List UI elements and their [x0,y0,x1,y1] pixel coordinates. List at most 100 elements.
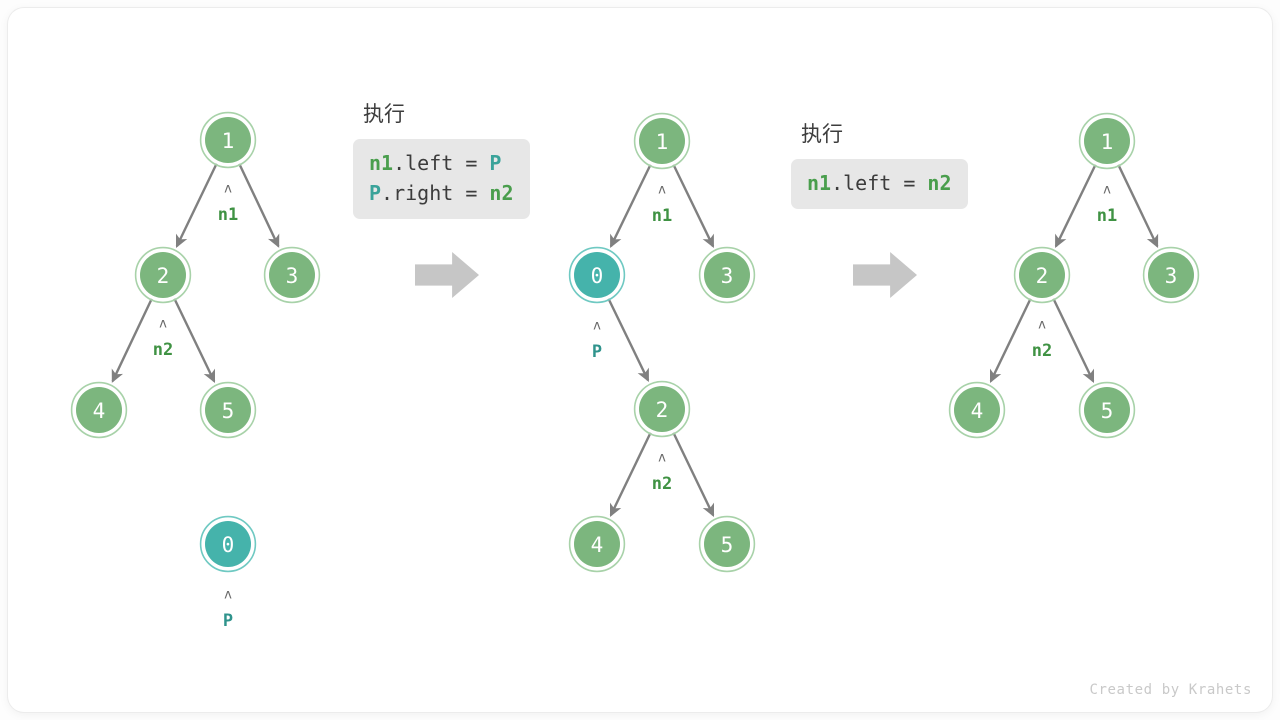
node-disc [574,521,620,567]
tree-node: 5 [698,515,756,573]
node-outer-ring [1142,246,1200,304]
pointer-label: n1 [652,206,672,226]
node-value: 5 [721,533,734,557]
tree-edge [609,432,652,517]
pointer-caret-icon: ʌ [224,588,232,603]
tree-edge [989,298,1032,383]
code-token: P [489,151,502,175]
node-value: 0 [222,533,235,557]
tree-node: 2 [633,380,691,438]
pointer-label: n1 [1097,206,1117,226]
node-outer-ring [134,246,192,304]
pointer-caret-icon: ʌ [1038,318,1046,333]
code-line: n1.left = P [369,148,514,178]
tree-node: 1 [199,111,257,169]
pointer-label: n2 [1032,341,1052,361]
tree-edge [175,163,218,248]
node-outer-ring [633,112,691,170]
pointer-label: n2 [153,340,173,360]
step2-title: 执行 [363,102,405,126]
tree-node: 1 [1078,112,1136,170]
node-outer-ring [1078,381,1136,439]
tree-node: 4 [70,381,128,439]
node-outer-ring [199,381,257,439]
node-disc [639,386,685,432]
node-disc [140,252,186,298]
tree-edge [1052,298,1095,383]
node-value: 1 [222,129,235,153]
code-token: n1 [807,171,832,195]
tree-node: 3 [1142,246,1200,304]
pointer-caret-icon: ʌ [593,319,601,334]
node-disc [1019,252,1065,298]
node-outer-ring [568,515,626,573]
tree-edge [1117,164,1159,248]
node-value: 4 [971,399,984,423]
node-outer-ring [698,515,756,573]
tree-edge [609,164,652,249]
node-outer-ring [1078,112,1136,170]
node-outer-ring [633,380,691,438]
tree-edge [111,298,153,383]
node-disc [1148,252,1194,298]
node-value: 5 [222,399,235,423]
node-value: 1 [1101,130,1114,154]
node-disc [704,521,750,567]
pointer-label: n1 [218,205,238,225]
tree-edge [607,298,650,383]
pointer-caret-icon: ʌ [1103,183,1111,198]
tree-node: 2 [1013,246,1071,304]
code-token: n2 [489,181,514,205]
node-disc [574,252,620,298]
node-value: 3 [1165,264,1178,288]
node-disc [639,118,685,164]
node-disc [76,387,122,433]
tree-node: 0 [568,246,626,304]
tree-node: 4 [948,381,1006,439]
node-value: 4 [591,533,604,557]
nodes-layer: 1 2 3 4 5 0 1 0 3 2 4 5 1 2 3 4 5 [70,111,1200,573]
edges-layer [111,163,1159,517]
node-disc [269,252,315,298]
tree-node: 0 [199,515,257,573]
node-value: 2 [157,264,170,288]
tree-edge [238,163,280,248]
tree-edge [173,298,216,383]
pointer-caret-icon: ʌ [658,183,666,198]
node-outer-ring [948,381,1006,439]
tree-node: 4 [568,515,626,573]
node-outer-ring [199,111,257,169]
node-disc [1084,118,1130,164]
pointer-caret-icon: ʌ [224,182,232,197]
node-outer-ring [698,246,756,304]
node-value: 0 [591,264,604,288]
tree-node: 5 [1078,381,1136,439]
node-value: 1 [656,130,669,154]
step3-code-block: n1.left = n2 [791,159,968,209]
tree-edge [672,164,715,249]
code-token: n1 [369,151,394,175]
node-outer-ring [70,381,128,439]
node-value: 4 [93,399,106,423]
node-value: 3 [286,264,299,288]
node-value: 5 [1101,399,1114,423]
code-token: .right = [381,181,490,205]
transition-arrows-layer [415,252,917,298]
node-disc [954,387,1000,433]
credit-label: Created by Krahets [1089,682,1252,698]
tree-edge [672,432,715,517]
node-disc [205,117,251,163]
tree-node: 3 [698,246,756,304]
pointer-caret-icon: ʌ [658,451,666,466]
step3-title: 执行 [801,122,843,146]
code-token: n2 [927,171,952,195]
node-value: 2 [656,398,669,422]
node-outer-ring [199,515,257,573]
code-token: .left = [393,151,490,175]
node-outer-ring [568,246,626,304]
node-value: 3 [721,264,734,288]
